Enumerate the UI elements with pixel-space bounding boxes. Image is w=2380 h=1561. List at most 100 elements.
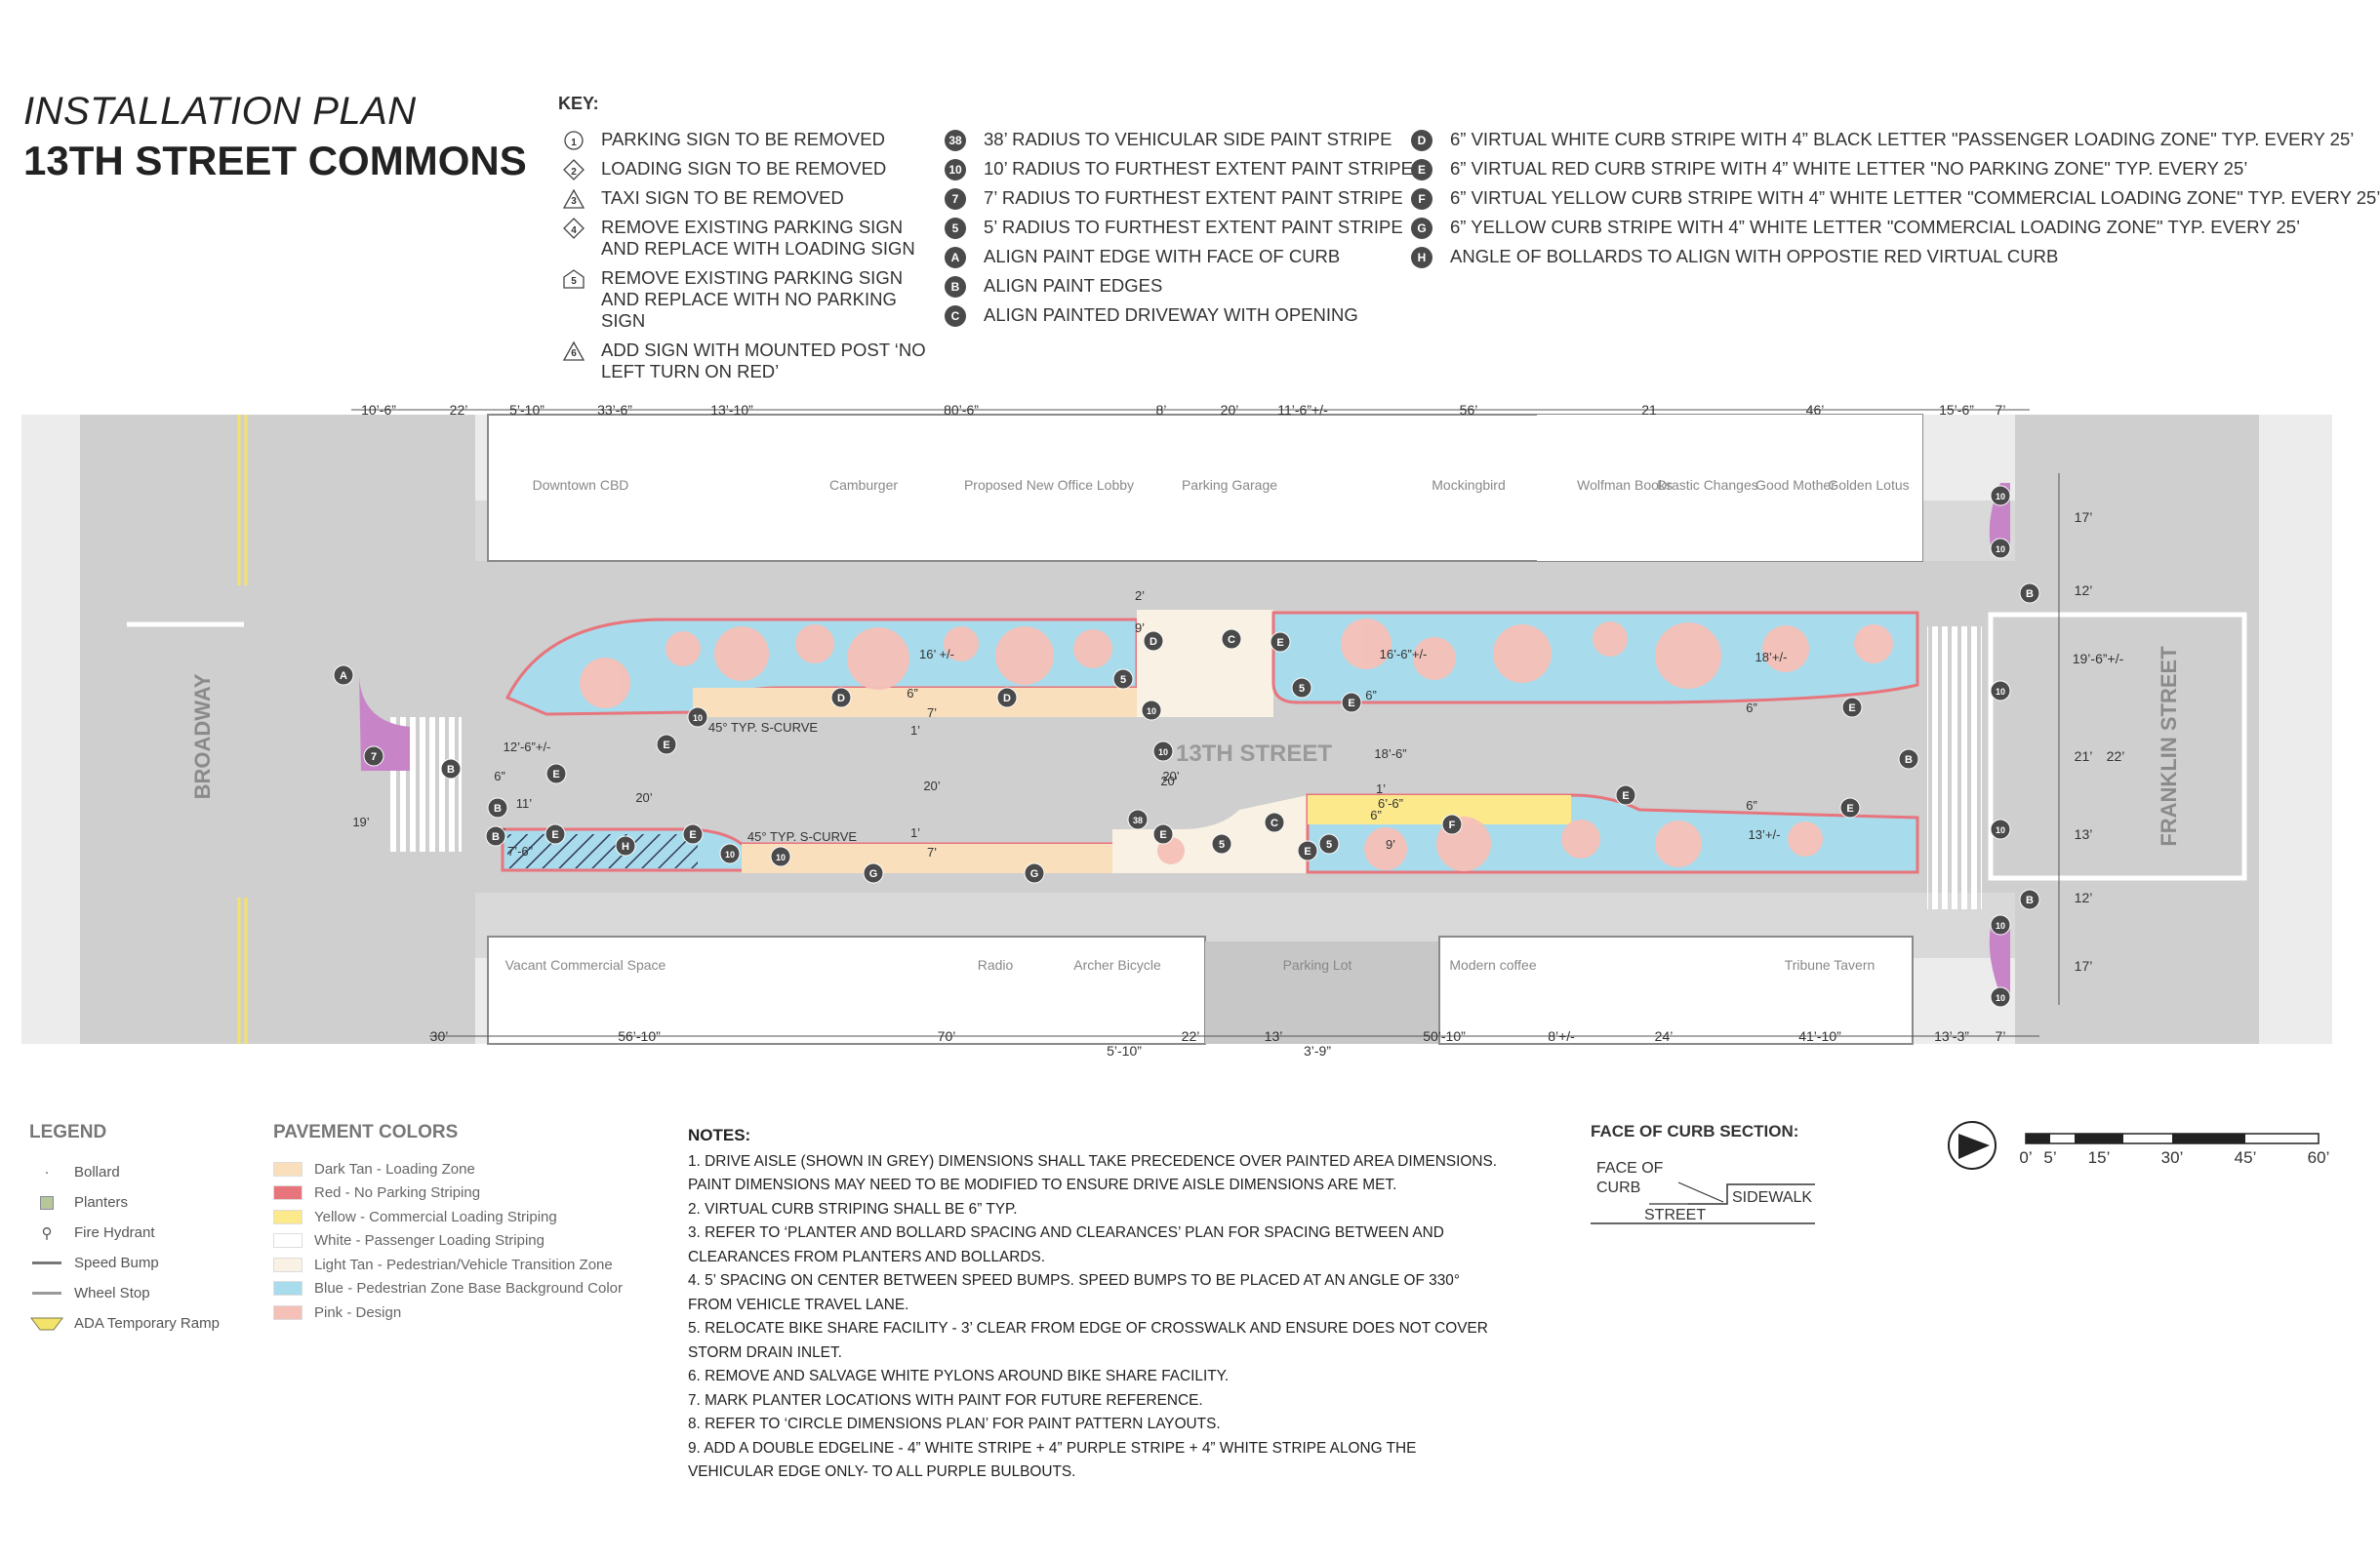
marker-d-icon: D	[996, 687, 1018, 708]
svg-text:10: 10	[693, 713, 703, 723]
svg-text:2: 2	[571, 167, 577, 178]
key-item-text: 38’ RADIUS TO VEHICULAR SIDE PAINT STRIP…	[984, 129, 1392, 149]
svg-text:G: G	[869, 868, 878, 880]
top-dimension-label: 8’	[1156, 402, 1167, 418]
pavement-swatch	[273, 1257, 303, 1272]
plan-drawing: BROADWAY FRANKLIN STREET 13TH STREET Dow…	[21, 402, 2332, 1059]
face-of-curb-section: FACE OF CURB SECTION: FACE OF CURB SIDEW…	[1591, 1122, 1874, 1239]
pavement-swatch	[273, 1161, 303, 1177]
pavement-swatch	[273, 1281, 303, 1297]
pavement-label: Blue - Pedestrian Zone Base Background C…	[314, 1280, 624, 1298]
svg-text:E: E	[689, 829, 696, 841]
svg-text:10: 10	[1996, 825, 2005, 835]
sign-diamond-icon: 2	[562, 159, 585, 180]
top-dimension-label: 10’-6”	[361, 402, 396, 418]
svg-text:B: B	[2026, 895, 2034, 906]
curb-face-label: FACE OF	[1596, 1160, 1664, 1177]
inner-dimension-label: 19’	[352, 815, 369, 829]
key-item: A ALIGN PAINT EDGE WITH FACE OF CURB	[941, 246, 1399, 268]
note-line: 7. MARK PLANTER LOCATIONS WITH PAINT FOR…	[688, 1391, 1203, 1409]
marker-7-icon: 7	[363, 745, 384, 767]
north-business-labels: Downtown CBD Camburger Proposed New Offi…	[533, 477, 1910, 493]
key-item-text: 6” VIRTUAL WHITE CURB STRIPE WITH 4” BLA…	[1450, 129, 2355, 149]
marker-10-icon: 10	[719, 843, 741, 864]
marker-e-icon: E	[1297, 840, 1318, 861]
bottom-dimension-label: 41’-10”	[1798, 1028, 1841, 1044]
svg-text:10: 10	[1996, 687, 2005, 697]
parking-lot	[1205, 941, 1439, 1044]
marker-g-icon: G	[1024, 862, 1045, 884]
inner-dimension-label: 9’	[1386, 837, 1395, 852]
top-dimension-label: 13’-10”	[710, 402, 753, 418]
marker-a-icon: A	[945, 247, 966, 268]
marker-b-icon: B	[2019, 889, 2040, 910]
broadway-west-sidewalk	[21, 415, 80, 1044]
svg-text:E: E	[1848, 702, 1855, 714]
legend-item-planters: Planters	[29, 1187, 220, 1218]
crosswalk-franklin	[1927, 626, 1982, 909]
business-tribune-tavern: Tribune Tavern	[1785, 957, 1876, 973]
svg-text:10: 10	[1147, 706, 1156, 716]
marker-g-icon: G	[863, 862, 884, 884]
bottom-dimension-label: 13’	[1265, 1028, 1283, 1044]
note-line: PAINT DIMENSIONS MAY NEED TO BE MODIFIED…	[688, 1177, 1397, 1193]
key-item-text: 5’ RADIUS TO FURTHEST EXTENT PAINT STRIP…	[984, 217, 1403, 237]
marker-h-icon: H	[615, 835, 636, 857]
key-item-text: PARKING SIGN TO BE REMOVED	[601, 129, 885, 149]
marker-5-icon: 5	[945, 218, 966, 239]
curb-street-label: STREET	[1644, 1207, 1706, 1223]
svg-text:B: B	[2026, 588, 2034, 600]
marker-d-icon: D	[1143, 630, 1164, 652]
marker-e-icon: E	[1615, 784, 1636, 806]
scale-bar: 0’5’15’30’45’60’	[2019, 1133, 2329, 1167]
marker-e-icon: E	[545, 763, 567, 784]
svg-text:E: E	[1622, 790, 1629, 802]
note-line: 2. VIRTUAL CURB STRIPING SHALL BE 6” TYP…	[688, 1200, 1018, 1218]
svg-text:E: E	[1846, 803, 1853, 815]
legend-item-ada-ramp: ADA Temporary Ramp	[29, 1308, 220, 1339]
business-office-lobby: Proposed New Office Lobby	[964, 477, 1134, 493]
north-loading-zone	[693, 688, 1137, 717]
key-item-text: ALIGN PAINTED DRIVEWAY WITH OPENING	[984, 304, 1358, 325]
svg-text:E: E	[552, 769, 559, 780]
svg-text:3: 3	[571, 196, 577, 207]
inner-dimension-label: 11’	[516, 796, 532, 811]
note-line: 9. ADD A DOUBLE EDGELINE - 4” WHITE STRI…	[688, 1439, 1417, 1457]
south-commercial-zone	[1308, 795, 1571, 824]
key-item-text: ALIGN PAINT EDGE WITH FACE OF CURB	[984, 246, 1341, 266]
bottom-dimension-label: 7’	[1996, 1028, 2006, 1044]
bottom-dimensions: 30’56’-10”70’5’-10”22’13’3’-9”50’-10”8’+…	[430, 1028, 2006, 1059]
marker-10-icon: 10	[1990, 680, 2011, 701]
business-downtown-cbd: Downtown CBD	[533, 477, 629, 493]
scale-label: 45’	[2235, 1148, 2257, 1167]
marker-c-icon: C	[945, 305, 966, 327]
svg-text:D: D	[1150, 636, 1157, 648]
key-item-text: REMOVE EXISTING PARKING SIGN AND REPLACE…	[601, 217, 915, 259]
south-buildings-west	[487, 936, 1206, 1045]
pavement-swatch	[273, 1304, 303, 1320]
marker-g-icon: G	[1411, 218, 1432, 239]
svg-text:5: 5	[1120, 674, 1126, 686]
speed-bump-icon	[29, 1261, 64, 1264]
inner-dimension-label: 45° TYP. S-CURVE	[747, 829, 857, 844]
marker-5-icon: 5	[1112, 668, 1134, 690]
business-parking-lot: Parking Lot	[1283, 957, 1352, 973]
key-item-text: LOADING SIGN TO BE REMOVED	[601, 158, 887, 179]
svg-text:B: B	[1905, 754, 1913, 766]
svg-text:10: 10	[725, 850, 735, 860]
franklin-label: FRANKLIN STREET	[2157, 646, 2181, 847]
note-line: 4. 5’ SPACING ON CENTER BETWEEN SPEED BU…	[688, 1272, 1461, 1289]
marker-e-icon: E	[682, 823, 704, 845]
curb-section-diagram: FACE OF CURB SIDEWALK STREET	[1591, 1160, 1815, 1224]
franklin-east-sidewalk	[2259, 415, 2332, 1044]
top-dimension-label: 11’-6”+/-	[1277, 402, 1328, 418]
south-business-labels: Vacant Commercial Space Radio Archer Bic…	[505, 957, 1876, 973]
